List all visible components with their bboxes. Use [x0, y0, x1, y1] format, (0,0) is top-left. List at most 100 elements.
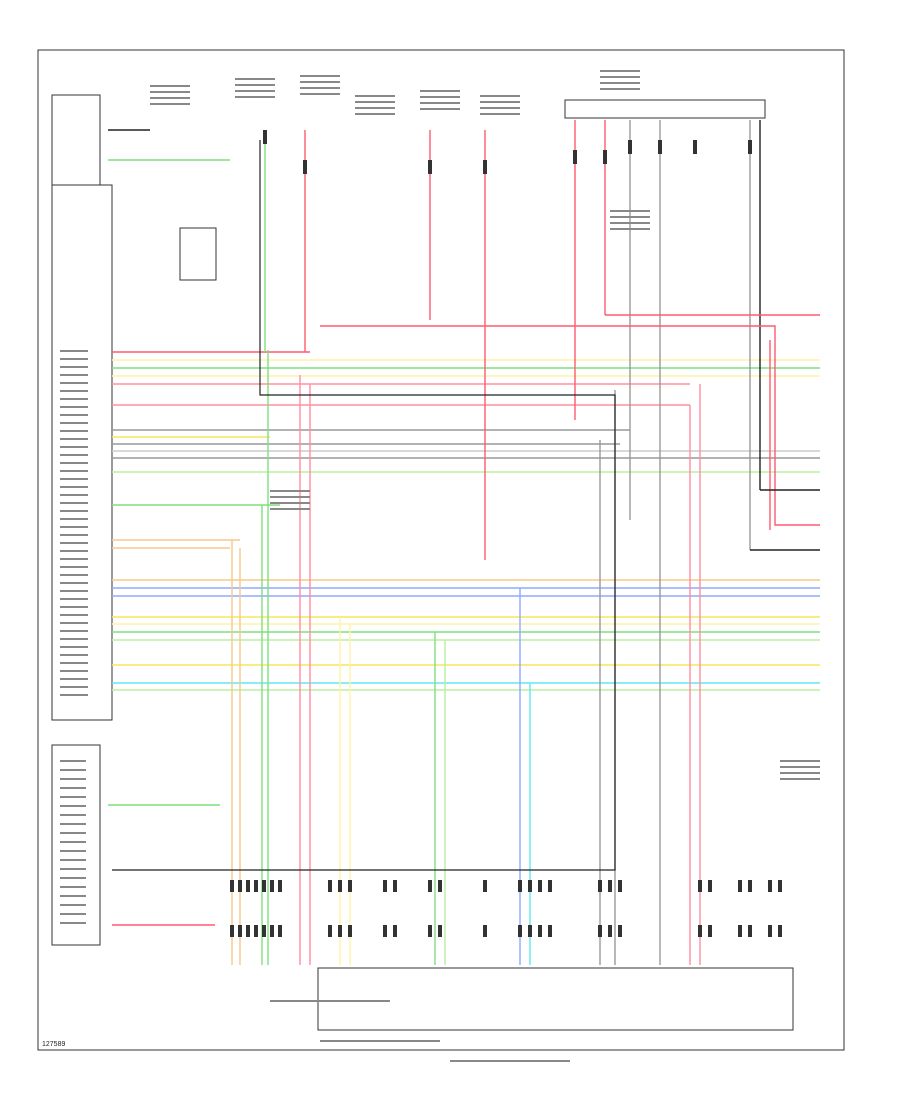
- pin-label-mark: [60, 358, 88, 360]
- pin-label-mark: [60, 654, 88, 656]
- connector-pin: [518, 925, 522, 937]
- component-label-mark: [235, 78, 275, 80]
- pin-label-mark: [60, 566, 88, 568]
- pin-label-mark: [60, 622, 88, 624]
- component-label-mark: [780, 772, 820, 774]
- component-label-mark: [270, 490, 310, 492]
- component-label-mark: [610, 216, 650, 218]
- component-label-mark: [480, 101, 520, 103]
- pin-label-mark: [60, 913, 86, 915]
- connector-pin: [328, 880, 332, 892]
- pin-label-mark: [60, 446, 88, 448]
- component-label-mark: [780, 766, 820, 768]
- connector-pin: [483, 880, 487, 892]
- connector-pin: [338, 880, 342, 892]
- component-label-mark: [355, 101, 395, 103]
- component-label-mark: [480, 107, 520, 109]
- connector-pin: [246, 925, 250, 937]
- connector-pin: [393, 880, 397, 892]
- pin-label-mark: [60, 574, 88, 576]
- connector-pin: [693, 140, 697, 154]
- pin-label-mark: [60, 769, 86, 771]
- pin-label-mark: [60, 430, 88, 432]
- pin-label-mark: [60, 877, 86, 879]
- pin-label-mark: [60, 670, 88, 672]
- pin-label-mark: [60, 510, 88, 512]
- connector-pin: [262, 880, 266, 892]
- connector-pin: [573, 150, 577, 164]
- connector-pin: [738, 880, 742, 892]
- connector-pin: [698, 925, 702, 937]
- component-label-mark: [355, 95, 395, 97]
- footer-label-mark: [450, 1060, 570, 1062]
- connector-pin: [528, 880, 532, 892]
- connector-pin: [598, 925, 602, 937]
- connector-pin: [238, 925, 242, 937]
- pin-label-mark: [60, 922, 86, 924]
- connector-pin: [262, 925, 266, 937]
- connector-pin: [548, 880, 552, 892]
- pin-label-mark: [60, 868, 86, 870]
- label-marks: [60, 70, 820, 1062]
- component-label-mark: [270, 508, 310, 510]
- connector-pin: [230, 880, 234, 892]
- connector-pin: [328, 925, 332, 937]
- connector-pin: [428, 925, 432, 937]
- connector-pin: [778, 880, 782, 892]
- pin-label-mark: [60, 518, 88, 520]
- pin-label-mark: [60, 778, 86, 780]
- pin-label-mark: [60, 478, 88, 480]
- component-label-mark: [300, 75, 340, 77]
- relay-box: [179, 227, 217, 281]
- connector-pin: [230, 925, 234, 937]
- pin-label-mark: [60, 382, 88, 384]
- component-label-mark: [150, 85, 190, 87]
- pin-label-mark: [60, 366, 88, 368]
- connector-pin: [518, 880, 522, 892]
- connector-pin: [748, 925, 752, 937]
- component-label-mark: [150, 103, 190, 105]
- pin-label-mark: [60, 850, 86, 852]
- connector-pin: [618, 925, 622, 937]
- connector-pin: [348, 880, 352, 892]
- module-left-main: [51, 184, 113, 721]
- pin-label-mark: [60, 526, 88, 528]
- connector-pin: [483, 925, 487, 937]
- pin-label-mark: [60, 895, 86, 897]
- pin-label-mark: [60, 502, 88, 504]
- connector-pins: [230, 130, 782, 937]
- connector-pin: [768, 880, 772, 892]
- bottom-connector-box: [317, 967, 794, 1031]
- connector-pin: [428, 160, 432, 174]
- pin-label-mark: [60, 814, 86, 816]
- component-label-mark: [150, 91, 190, 93]
- pin-label-mark: [60, 638, 88, 640]
- connector-pin: [303, 160, 307, 174]
- connector-pin: [598, 880, 602, 892]
- connector-pin: [383, 925, 387, 937]
- pin-label-mark: [60, 550, 88, 552]
- connector-pin: [254, 925, 258, 937]
- connector-pin: [238, 880, 242, 892]
- pin-label-mark: [60, 787, 86, 789]
- connector-pin: [658, 140, 662, 154]
- pin-label-mark: [60, 350, 88, 352]
- pin-label-mark: [60, 414, 88, 416]
- component-label-mark: [480, 95, 520, 97]
- module-left-bottom: [51, 744, 101, 946]
- connector-pin: [608, 925, 612, 937]
- connector-pin: [528, 925, 532, 937]
- component-label-mark: [610, 228, 650, 230]
- component-label-mark: [600, 76, 640, 78]
- component-label-mark: [235, 90, 275, 92]
- pin-label-mark: [60, 462, 88, 464]
- pin-label-mark: [60, 582, 88, 584]
- pin-label-mark: [60, 859, 86, 861]
- connector-pin: [708, 880, 712, 892]
- component-label-mark: [355, 107, 395, 109]
- pin-label-mark: [60, 558, 88, 560]
- wire-black-loop: [112, 140, 616, 871]
- connector-pin: [628, 140, 632, 154]
- wire-red-return: [320, 325, 820, 526]
- pin-label-mark: [60, 438, 88, 440]
